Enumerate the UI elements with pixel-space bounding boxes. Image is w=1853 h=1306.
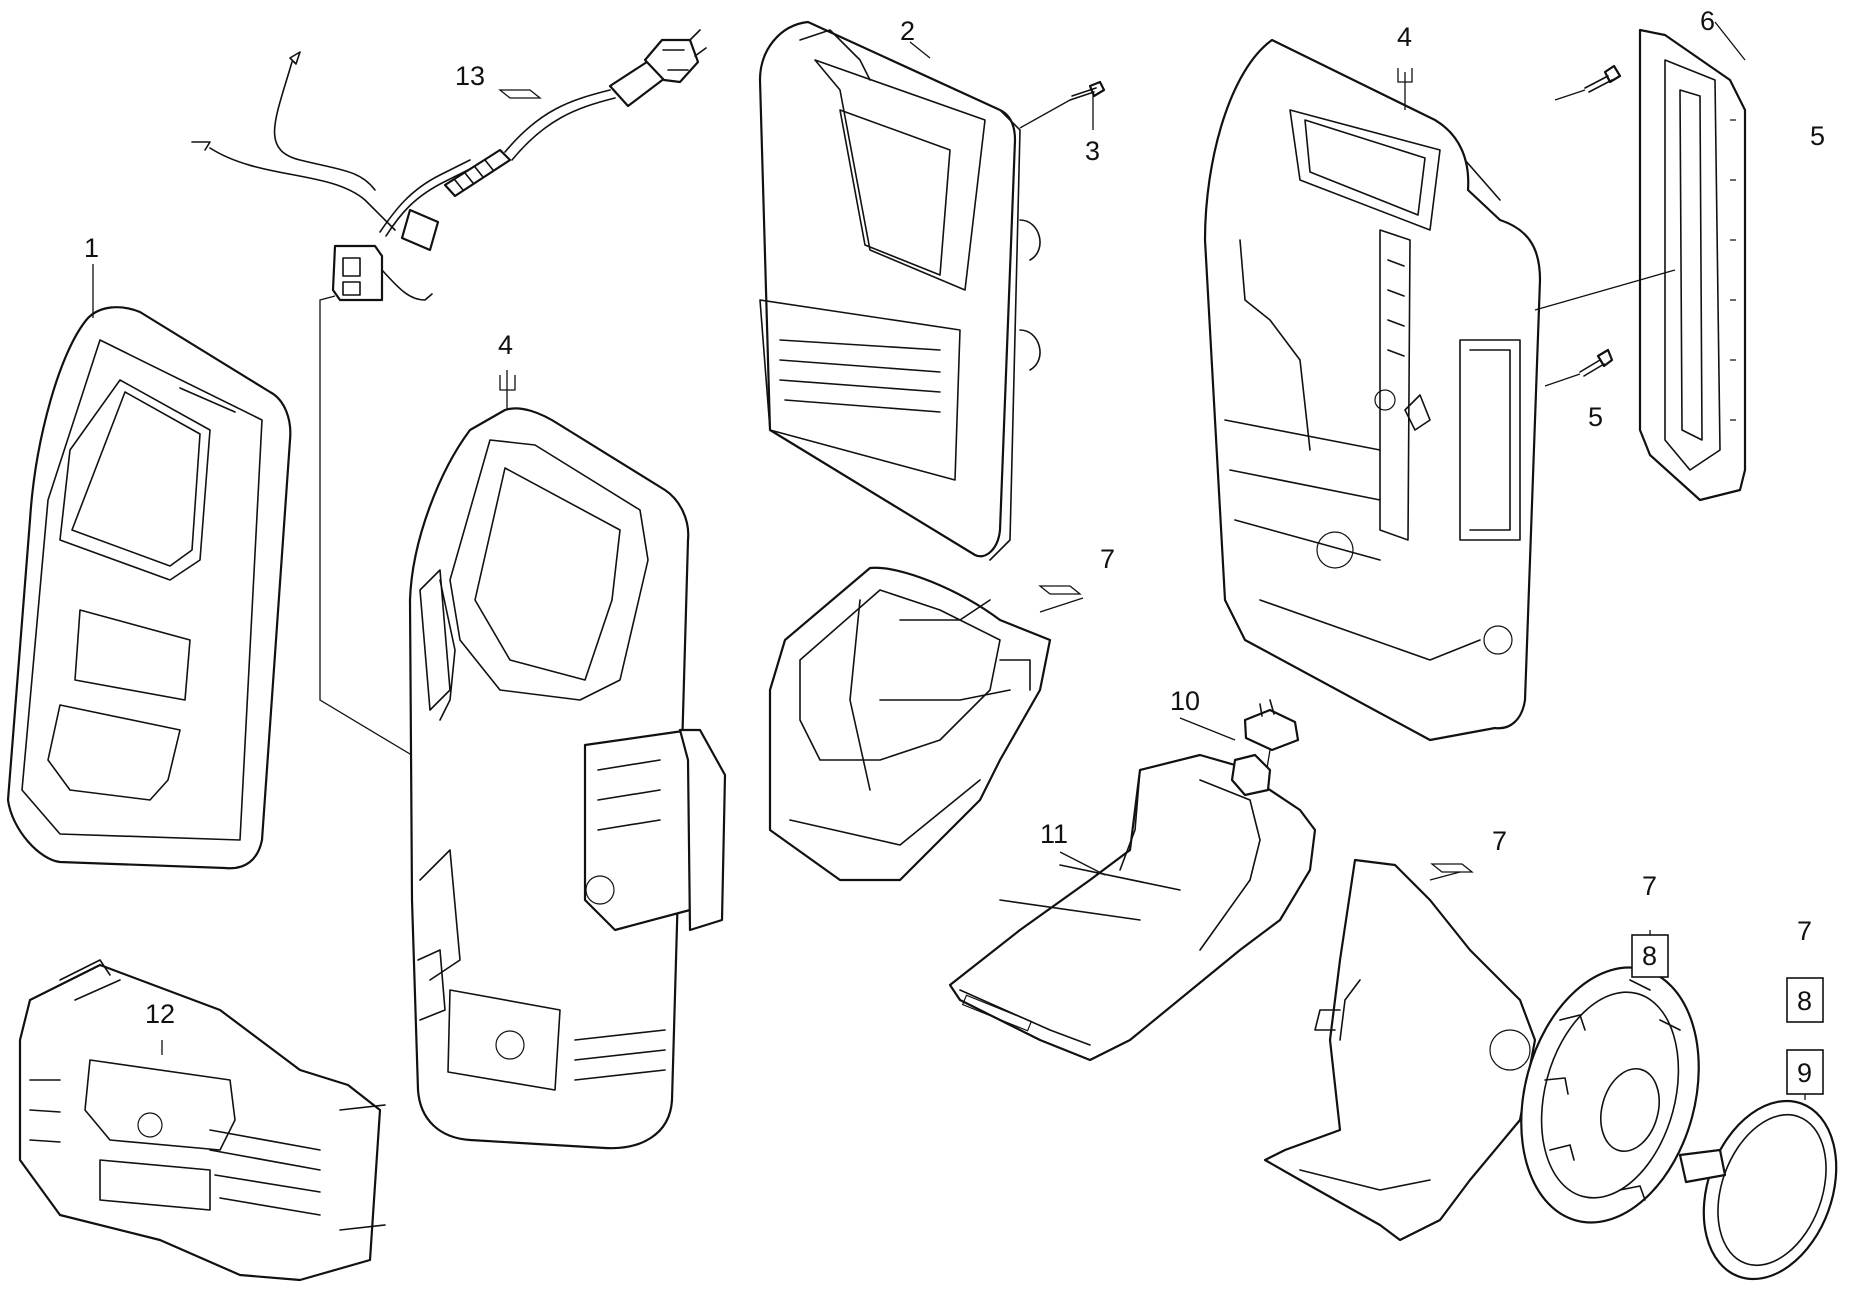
callout-5-mid: 5: [1588, 402, 1603, 432]
callout-7-wheel-housing: 7: [1492, 826, 1507, 856]
callout-6: 6: [1700, 6, 1715, 36]
callout-7-wheel: 7: [1642, 871, 1657, 901]
box-8-wheel: [1631, 934, 1669, 978]
callout-13: 13: [455, 61, 485, 91]
callout-4-left: 4: [498, 330, 513, 360]
callout-5-top: 5: [1810, 121, 1825, 151]
callout-1: 1: [84, 233, 99, 263]
part-4-housing-rear: [1203, 38, 1542, 742]
callout-10: 10: [1170, 686, 1200, 716]
part-5-screw-b: [1544, 348, 1614, 387]
callout-8-wheel-boxed: 8: [1642, 941, 1657, 971]
part-2-back-panel: [758, 20, 1041, 561]
part-1-front-cover: [6, 306, 292, 870]
callout-11: 11: [1040, 819, 1068, 849]
part-7-wheel-housing: [1263, 858, 1537, 1242]
callout-labels: 1 2 3 4 4 5 5 6 7 7 7 7 8 8 9 10 11 12 1…: [84, 6, 1825, 1091]
callout-12: 12: [145, 999, 175, 1029]
callout-9-boxed: 9: [1797, 1058, 1812, 1088]
part-13-power-cable: [191, 29, 707, 252]
callout-boxes: 8 8 9: [498, 68, 1824, 1095]
part-9-hub-cap: [1678, 1099, 1838, 1281]
connector-block: [319, 244, 433, 761]
part-11-tank: [948, 753, 1317, 1062]
callout-8-hub-boxed: 8: [1797, 986, 1812, 1016]
callout-2: 2: [900, 16, 915, 46]
part-12-front-grille: [18, 959, 386, 1282]
callout-4-right: 4: [1397, 22, 1412, 52]
part-3-screw: [1019, 80, 1106, 129]
part-5-screw-a: [1554, 64, 1622, 101]
part-7-motor-cover: [768, 566, 1052, 882]
callout-3: 3: [1085, 136, 1100, 166]
part-8-wheel: [1520, 966, 1700, 1224]
box-9-hub: [1786, 1049, 1824, 1095]
part-6-side-rail: [1534, 28, 1747, 502]
part-4-housing-front: [408, 407, 727, 1150]
callout-7-motor-cover: 7: [1100, 544, 1115, 574]
part-10-cap: [1243, 699, 1300, 781]
box-8-hub: [1786, 977, 1824, 1023]
callout-7-hub: 7: [1797, 916, 1812, 946]
